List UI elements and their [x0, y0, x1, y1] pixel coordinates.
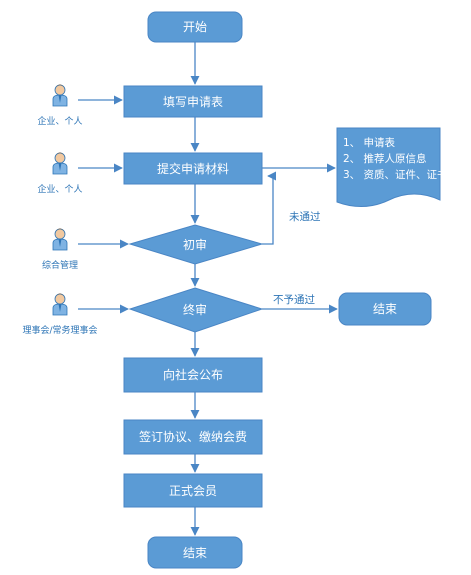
- actor-label-3: 综合管理: [42, 259, 78, 271]
- node-end-rejected-label: 结束: [373, 302, 397, 316]
- node-fill-form: [123, 85, 263, 118]
- node-initial-review: [128, 224, 264, 265]
- node-sign-pay-label: 签订协议、缴纳会费: [139, 429, 247, 444]
- person-icon: [52, 293, 68, 316]
- edge-label-not-passed: 未通过: [289, 210, 321, 223]
- node-initial-review-label: 初审: [183, 237, 207, 252]
- node-sign-pay: [123, 419, 263, 455]
- person-icon: [52, 84, 68, 107]
- document-materials: [336, 127, 441, 207]
- actor-label-2: 企业、个人: [37, 183, 82, 195]
- node-end: [147, 536, 243, 569]
- node-start-label: 开始: [183, 20, 207, 34]
- node-announce-label: 向社会公布: [163, 367, 223, 382]
- node-start: [147, 11, 243, 43]
- node-final-review: [128, 287, 264, 333]
- node-submit: [123, 152, 263, 185]
- actor-label-4: 理事会/常务理事会: [22, 324, 97, 336]
- person-icon: [52, 152, 68, 175]
- node-end-rejected: [338, 292, 432, 326]
- edge-label-not-approved: 不予通过: [273, 293, 315, 306]
- node-fill-form-label: 填写申请表: [163, 95, 223, 109]
- node-announce: [123, 357, 263, 393]
- node-final-review-label: 终审: [183, 302, 207, 317]
- document-line-1: 1、 申请表: [343, 136, 396, 149]
- node-member-label: 正式会员: [169, 484, 217, 498]
- edge-initial-loopback: [262, 171, 277, 245]
- node-end-label: 结束: [183, 546, 207, 560]
- document-line-2: 2、 推荐人原信息: [343, 152, 427, 165]
- node-member: [123, 473, 263, 508]
- actor-label-1: 企业、个人: [37, 115, 82, 127]
- document-line-3: 3、 资质、证件、证书: [343, 169, 448, 181]
- node-submit-label: 提交申请材料: [157, 161, 229, 176]
- person-icon: [52, 228, 68, 251]
